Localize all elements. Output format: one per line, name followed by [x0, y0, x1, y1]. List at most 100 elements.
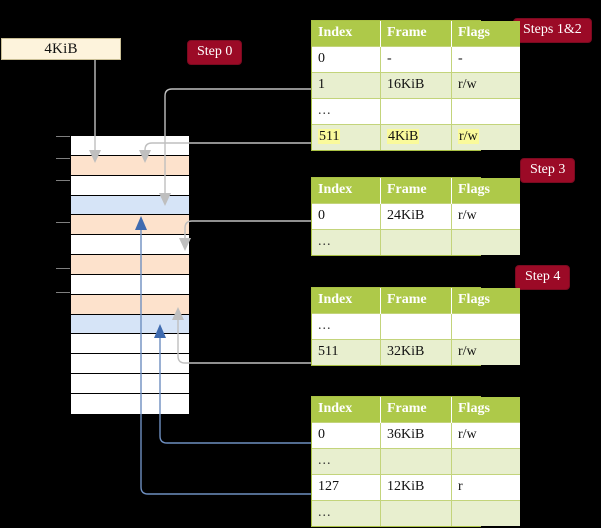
cell-frame [380, 228, 452, 255]
cell-flags [451, 312, 520, 340]
cell-index: ... [312, 228, 381, 255]
cell-flags: r/w [451, 338, 520, 365]
memory-tick-3 [56, 222, 72, 223]
cell-flags: r/w [451, 202, 520, 230]
memory-frame-0 [71, 136, 189, 156]
cell-flags [451, 447, 520, 475]
cell-frame: - [380, 45, 452, 73]
memory-frame-2 [71, 175, 189, 196]
cell-frame: 32KiB [380, 338, 452, 365]
column-header-frame: Frame [380, 288, 452, 313]
cell-frame: 4KiB [380, 124, 452, 151]
highlight-mark: 4KiB [387, 129, 420, 145]
cell-flags [451, 97, 520, 125]
cell-frame: 16KiB [380, 71, 452, 99]
cell-index: ... [312, 500, 381, 527]
memory-tick-1 [56, 158, 72, 159]
memory-frame-8 [71, 294, 189, 315]
memory-frame-5 [71, 235, 189, 256]
cell-index: ... [312, 97, 381, 125]
cell-index: 0 [312, 202, 381, 230]
memory-frame-9 [71, 314, 189, 335]
wire-step-4 [177, 318, 311, 364]
memory-frame-12 [71, 374, 189, 394]
memory-frame-13 [71, 393, 189, 414]
table-row[interactable]: ... [312, 97, 520, 125]
badge-step-4: Step 4 [515, 265, 571, 290]
column-header-flags: Flags [451, 178, 520, 203]
table-row[interactable]: ... [312, 312, 520, 340]
cell-flags: r/w [451, 421, 520, 449]
cell-index: 511 [312, 338, 381, 365]
column-header-flags: Flags [451, 397, 520, 422]
cell-frame [380, 97, 452, 125]
column-header-index: Index [312, 21, 381, 46]
table-row[interactable]: ... [312, 228, 520, 255]
memory-frame-10 [71, 334, 189, 355]
column-header-frame: Frame [380, 178, 452, 203]
cell-flags: - [451, 45, 520, 73]
table-row[interactable]: 511 4KiB r/w [312, 124, 520, 151]
column-header-index: Index [312, 288, 381, 313]
source-frame-box: 4KiB [1, 38, 121, 60]
cell-frame: 36KiB [380, 421, 452, 449]
column-header-index: Index [312, 178, 381, 203]
badge-steps-1-2: Steps 1&2 [513, 18, 592, 43]
memory-tick-2 [56, 180, 72, 181]
column-header-flags: Flags [451, 288, 520, 313]
highlight-mark: 511 [318, 129, 341, 145]
memory-tick-5 [56, 292, 72, 293]
cell-frame [380, 447, 452, 475]
table-row[interactable]: ... [312, 500, 520, 527]
memory-frame-7 [71, 274, 189, 295]
cell-frame [380, 500, 452, 527]
cell-flags: r/w [451, 71, 520, 99]
column-header-frame: Frame [380, 397, 452, 422]
memory-frame-11 [71, 354, 189, 375]
column-header-frame: Frame [380, 21, 452, 46]
cell-index: 511 [312, 124, 381, 151]
cell-index: 127 [312, 473, 381, 501]
column-header-index: Index [312, 397, 381, 422]
column-header-flags: Flags [451, 21, 520, 46]
cell-index: 0 [312, 421, 381, 449]
cell-index: ... [312, 447, 381, 475]
cell-flags [451, 228, 520, 255]
memory-frame-4 [71, 215, 189, 236]
cell-frame [380, 312, 452, 340]
memory-tick-0 [56, 136, 72, 137]
table-row[interactable]: 0-- [312, 45, 520, 73]
cell-frame: 24KiB [380, 202, 452, 230]
cell-index: 1 [312, 71, 381, 99]
cell-flags: r [451, 473, 520, 501]
memory-frame-1 [71, 155, 189, 176]
cell-frame: 12KiB [380, 473, 452, 501]
highlight-mark: r/w [458, 129, 479, 145]
cell-index: ... [312, 312, 381, 340]
badge-step-0: Step 0 [187, 40, 243, 65]
memory-frame-6 [71, 255, 189, 275]
memory-frame-3 [71, 195, 189, 216]
cell-flags: r/w [451, 124, 520, 151]
cell-index: 0 [312, 45, 381, 73]
memory-tick-4 [56, 268, 72, 269]
wire-step-3 [184, 220, 311, 240]
table-row[interactable]: ... [312, 447, 520, 475]
